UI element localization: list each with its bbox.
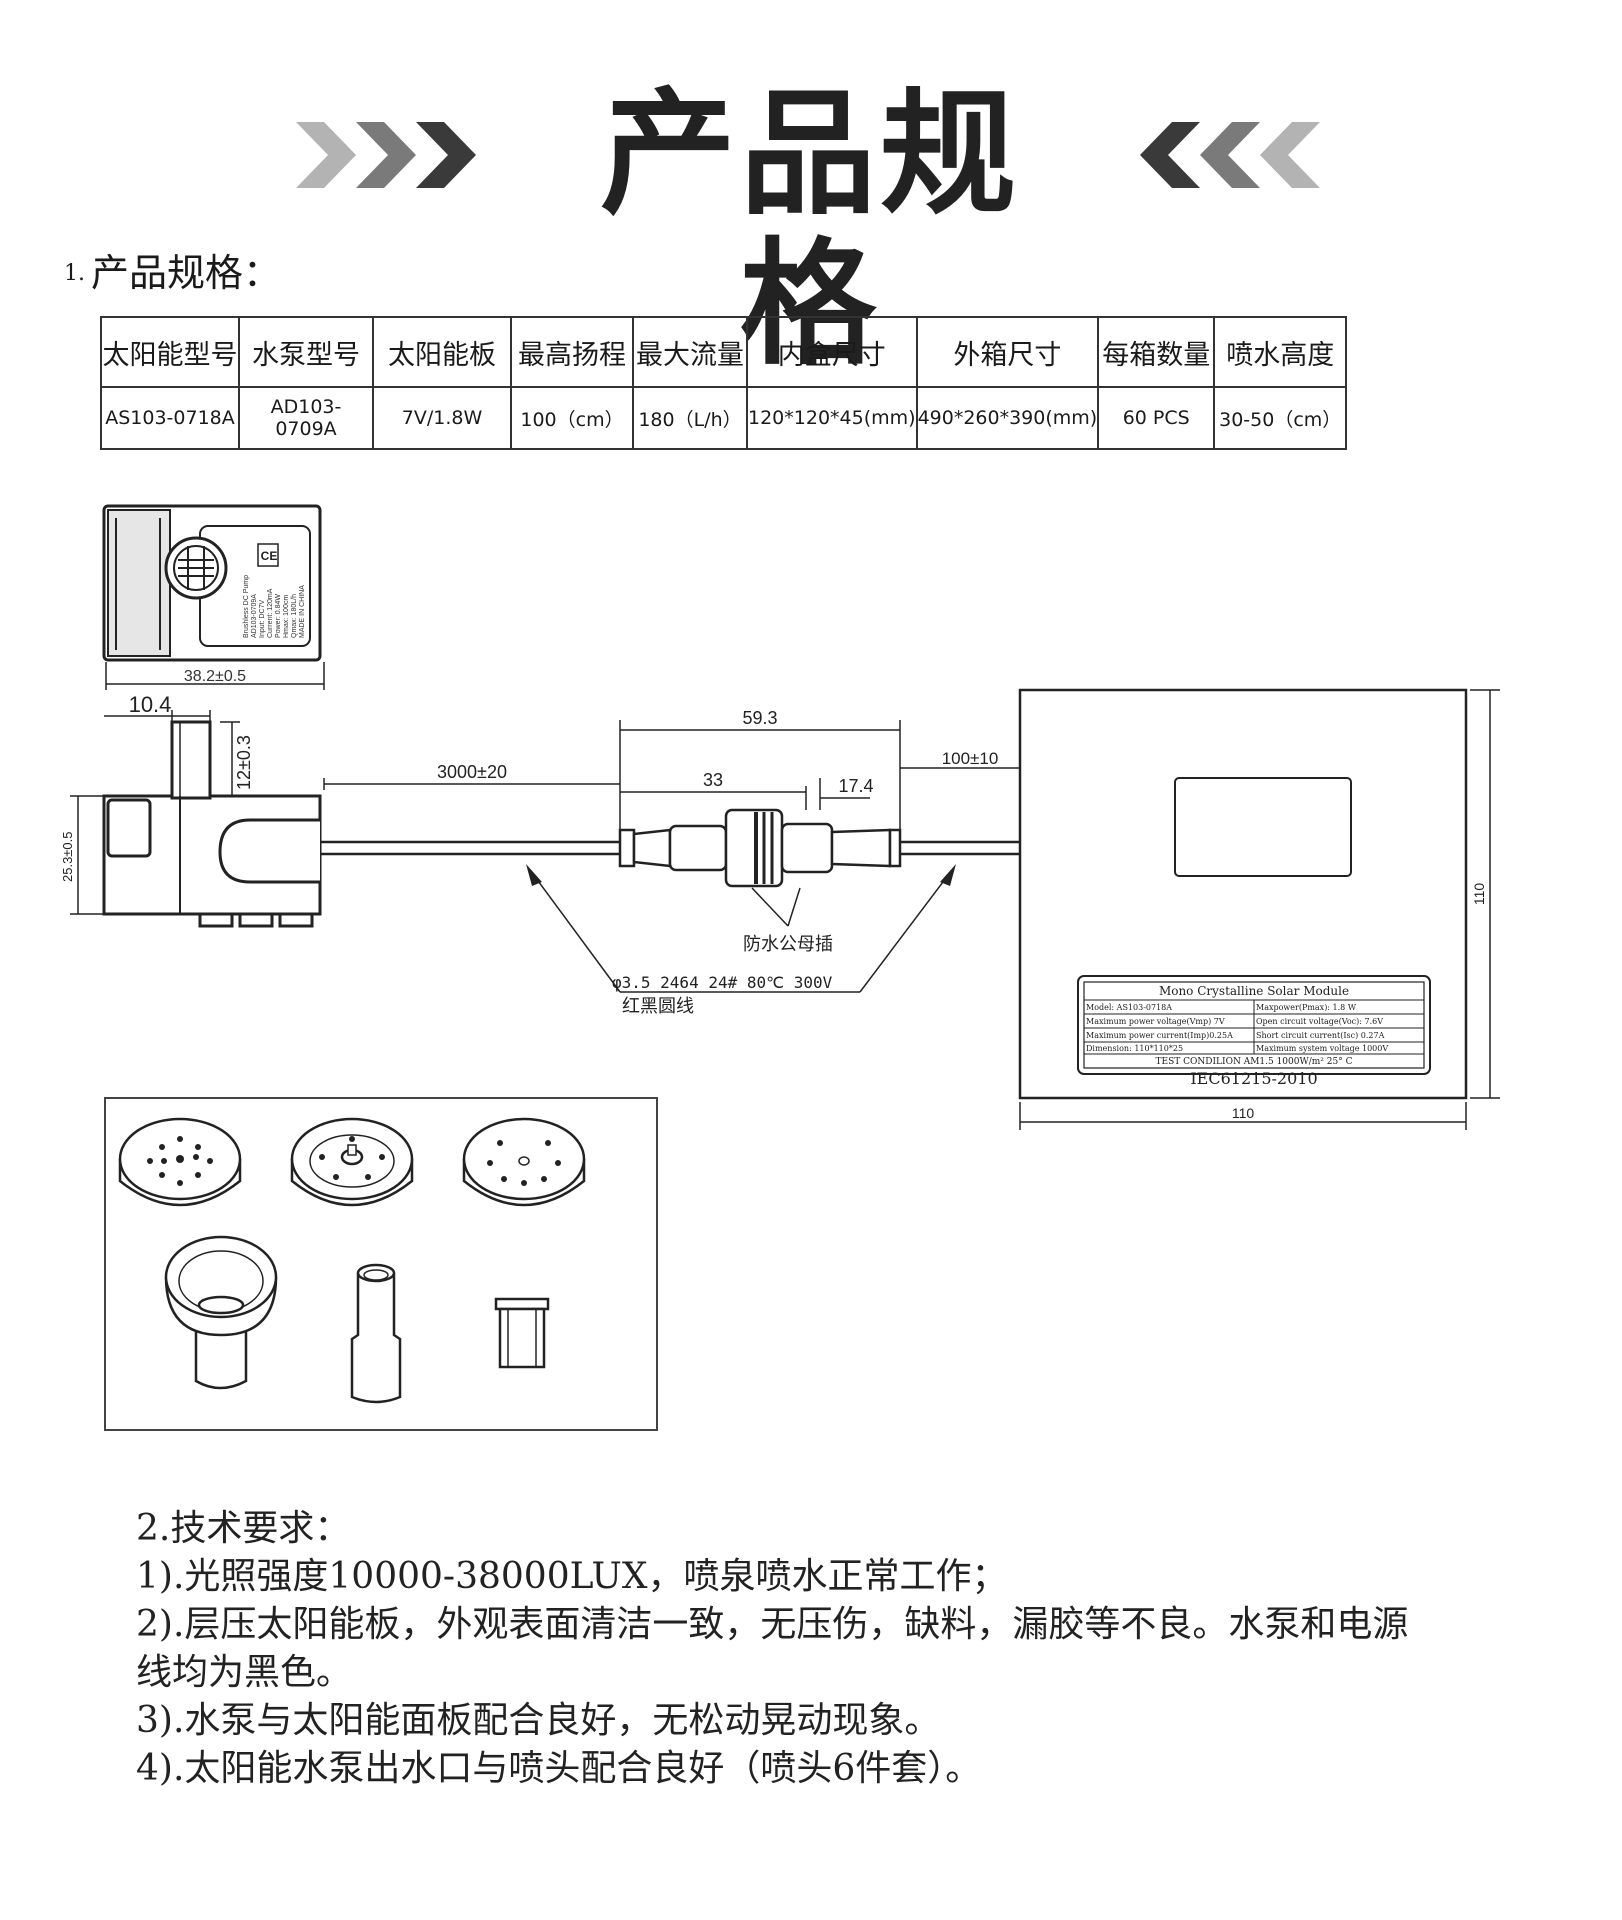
- pump-height-dim: 25.3±0.5: [60, 831, 75, 882]
- pump-label-line: Qmax: 180L/h: [291, 594, 298, 638]
- spec-value-row: AS103-0718A AD103-0709A 7V/1.8W 100（cm） …: [100, 386, 1348, 450]
- pump-label-line: Brushless DC Pump: [243, 575, 250, 638]
- value-cell: 60 PCS: [1097, 386, 1216, 450]
- value-cell: 180（L/h）: [632, 386, 748, 450]
- lead-length-dim: 100±10: [942, 749, 999, 768]
- panel-width-dim: 110: [1232, 1105, 1255, 1121]
- tube-nozzle-icon: [350, 1263, 402, 1404]
- spec-header-row: 太阳能型号 水泵型号 太阳能板 最高扬程 最大流量 内盒尺寸 外箱尺寸 每箱数量…: [100, 316, 1348, 388]
- pump-top-view: CE: [102, 504, 322, 662]
- left-chevrons-icon: [1140, 122, 1320, 188]
- value-cell: 490*260*390(mm): [915, 386, 1100, 450]
- waterproof-connector: [618, 808, 902, 888]
- outlet-height-dim: 12±0.3: [234, 735, 254, 790]
- header-cell: 喷水高度: [1213, 316, 1348, 388]
- header-cell: 太阳能板: [372, 316, 512, 388]
- value-cell: 30-50（cm）: [1213, 386, 1348, 450]
- header-cell: 最高扬程: [510, 316, 634, 388]
- connector-right-dim: 17.4: [838, 776, 873, 796]
- tech-heading: 2.技术要求：: [136, 1508, 351, 1549]
- tech-line: 线均为黑色。: [136, 1652, 353, 1693]
- nameplate: [1077, 975, 1431, 1075]
- cable-length-dim: 3000±20: [437, 762, 507, 782]
- pump-label-text: Brushless DC Pump AD103-0709A Input: DC7…: [243, 575, 306, 638]
- connector-left-dim: 33: [703, 770, 723, 790]
- value-cell: 100（cm）: [510, 386, 634, 450]
- nameplate-cell: Open circuit voltage(Voc): 7.6V: [1256, 1017, 1383, 1026]
- nozzle-accessories-drawing: [118, 1117, 586, 1404]
- header-cell: 最大流量: [632, 316, 748, 388]
- adapter-sleeve-icon: [494, 1297, 550, 1369]
- panel-height-dim: 110: [1471, 883, 1487, 906]
- technical-drawing: CE Brushless DC Pump AD103-0709A Input: …: [60, 504, 1500, 1130]
- nameplate-cell: Short circuit current(Isc) 0.27A: [1256, 1031, 1385, 1040]
- nameplate-cell: Maxpower(Pmax): 1.8 W: [1256, 1003, 1357, 1012]
- pump-width-dim: 38.2±0.5: [184, 668, 246, 685]
- pump-label-line: Current: 120mA: [267, 588, 274, 638]
- nozzle-accessories-box: [104, 1097, 658, 1431]
- nameplate-cell: Model: AS103-0718A: [1086, 1003, 1172, 1012]
- right-chevrons-icon: [296, 122, 476, 188]
- pump-label-line: AD103-0709A: [251, 594, 258, 638]
- tech-line: 4).太阳能水泵出水口与喷头配合良好（喷头6件套）。: [136, 1748, 982, 1789]
- value-cell: AS103-0718A: [100, 386, 240, 450]
- funnel-nozzle-icon: [164, 1235, 278, 1390]
- nameplate-cell: Maximum power current(Imp)0.25A: [1086, 1031, 1233, 1040]
- outlet-width-dim: 10.4: [129, 692, 172, 717]
- section1-number: 1.: [64, 261, 85, 286]
- header-cell: 外箱尺寸: [915, 316, 1100, 388]
- section1-label: 产品规格：: [91, 251, 282, 295]
- tech-line: 2).层压太阳能板，外观表面清洁一致，无压伤，缺料，漏胶等不良。水泵和电源: [136, 1604, 1409, 1645]
- pump-label-line: MADE IN CHINA: [299, 585, 306, 638]
- header-cell: 内盒尺寸: [746, 316, 918, 388]
- page-title: 产品规格: [600, 76, 1020, 384]
- nameplate-title: Mono Crystalline Solar Module: [1159, 984, 1349, 998]
- pump-label-line: Input: DC7V: [259, 600, 266, 638]
- header-cell: 每箱数量: [1097, 316, 1216, 388]
- tech-line: 1).光照强度10000-38000LUX，喷泉喷水正常工作；: [136, 1556, 1008, 1597]
- value-cell: AD103-0709A: [238, 386, 374, 450]
- header-cell: 水泵型号: [238, 316, 374, 388]
- tech-requirements: 2.技术要求： 1).光照强度10000-38000LUX，喷泉喷水正常工作； …: [136, 1505, 1536, 1793]
- nameplate-cell: Dimension: 110*110*25: [1086, 1044, 1183, 1053]
- header-cell: 太阳能型号: [100, 316, 240, 388]
- nameplate-standard: IEC61215-2010: [1190, 1069, 1317, 1088]
- connector-total-dim: 59.3: [742, 708, 777, 728]
- nameplate-cell: Maximum power voltage(Vmp) 7V: [1086, 1017, 1225, 1026]
- nozzle-multi-jet-icon: [118, 1117, 242, 1207]
- pump-label-line: Hmax: 100cm: [283, 595, 290, 638]
- section1-heading: 1.产品规格：: [64, 242, 281, 297]
- cable-color: 红黑圆线: [622, 996, 694, 1016]
- nameplate-test-condition: TEST CONDILION AM1.5 1000W/m² 25° C: [1156, 1057, 1353, 1067]
- value-cell: 7V/1.8W: [372, 386, 512, 450]
- cable-spec: φ3.5 2464 24# 80℃ 300V: [612, 973, 833, 992]
- pump-side-view: [102, 720, 322, 928]
- nozzle-center-jet-icon: [462, 1117, 586, 1207]
- tech-line: 3).水泵与太阳能面板配合良好，无松动晃动现象。: [136, 1700, 941, 1741]
- svg-text:CE: CE: [261, 549, 278, 563]
- spec-table: 太阳能型号 水泵型号 太阳能板 最高扬程 最大流量 内盒尺寸 外箱尺寸 每箱数量…: [100, 316, 1348, 450]
- connector-label: 防水公母插: [743, 934, 833, 954]
- title-banner: 产品规格: [0, 80, 1622, 380]
- nameplate-cell: Maximum system voltage 1000V: [1256, 1044, 1388, 1053]
- pump-label-line: Power: 0.84W: [275, 594, 282, 638]
- nozzle-ring-jet-icon: [290, 1117, 414, 1207]
- value-cell: 120*120*45(mm): [746, 386, 918, 450]
